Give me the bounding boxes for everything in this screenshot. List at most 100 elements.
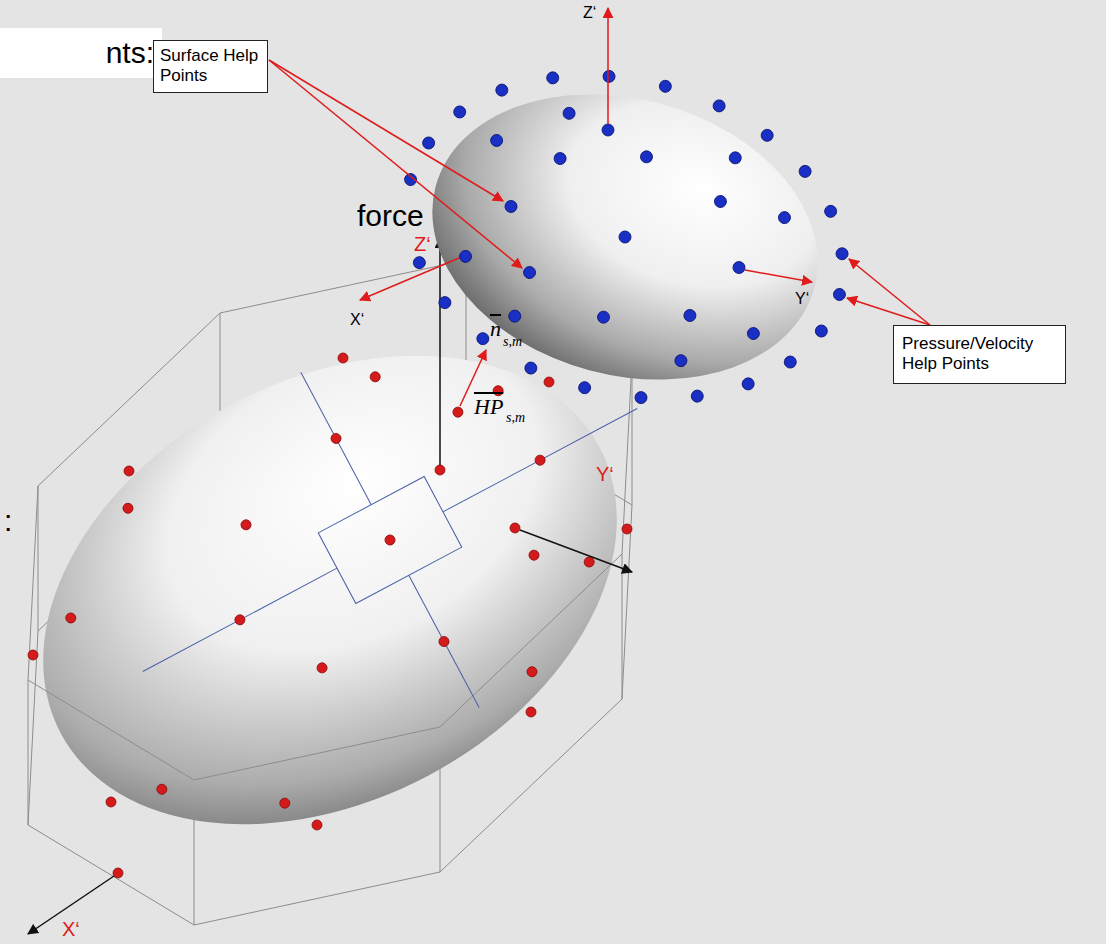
help-point-dots [435,465,445,475]
help-point-dots [596,310,611,325]
wireframe-back [622,554,623,699]
help-point-dots [524,361,539,376]
axis-label: Y‘ [596,462,614,486]
help-point-dots [28,353,632,878]
help-point-dots [312,820,322,830]
surface-patch-lines [143,568,337,671]
help-point-dots [690,389,705,404]
wireframe-back [28,680,29,825]
leader-lines [849,259,930,325]
help-point-dots [658,79,673,94]
help-point-dots [522,265,537,280]
help-point-dots [475,331,490,346]
help-point-dots [622,524,632,534]
help-point-dots [533,453,547,467]
axis-arrows [360,258,459,300]
callout-box: Surface Help Points [153,40,268,93]
help-point-dots [777,210,792,225]
help-point-dots [562,106,577,121]
ellipsoid [400,53,850,421]
vector-label: n [490,316,501,342]
slide-text: force [355,198,426,234]
help-point-dots [383,533,397,547]
help-point-dots [121,502,135,516]
axis-label: Y‘ [795,289,809,308]
surface-patch-lines [301,372,371,504]
help-point-dots [527,548,541,562]
slide-text: : [4,503,12,539]
help-point-dots [683,308,698,323]
help-point-dots [155,782,169,796]
callout-box: Pressure/Velocity Help Points [893,325,1066,384]
axis-arrows [439,238,441,465]
help-point-dots [412,255,427,270]
help-point-dots [106,797,116,807]
help-point-dots [124,466,134,476]
leader-lines [269,60,930,325]
help-point-dots [712,99,727,114]
axis-arrows [520,530,632,572]
help-point-dots [28,650,38,660]
help-point-dots [338,353,348,363]
subscript: s,m [503,334,522,351]
help-point-dots [458,249,473,264]
help-point-dots [329,432,343,446]
help-point-dots [233,613,247,627]
help-point-dots [507,309,522,324]
help-point-dots [363,22,887,453]
help-point-dots [510,523,520,533]
axis-label: Z‘ [414,232,431,256]
help-point-dots [602,69,617,84]
help-point-dots [814,324,829,339]
axis-arrows [607,8,609,124]
help-point-dots [421,136,436,151]
wireframe-back [632,360,633,505]
help-point-dots [437,635,451,649]
help-point-dots [179,352,601,728]
help-point-dots [494,83,509,98]
help-point-dots [489,133,504,148]
leader-lines [269,60,522,268]
help-point-dots [832,287,847,302]
help-point-dots [315,661,329,675]
help-point-dots [239,518,253,532]
help-point-dots [798,164,813,179]
help-point-dots [403,172,418,187]
help-point-dots [525,665,539,679]
help-point-dots [31,322,629,858]
leader-lines [269,60,503,201]
help-point-dots [728,150,743,165]
slide-text-box: nts: [0,28,162,78]
help-point-dots [451,405,465,419]
help-point-dots [760,128,775,143]
help-point-dots [526,707,536,717]
surface-patch-lines [409,575,479,707]
help-point-dots [545,71,560,86]
leader-lines [847,298,930,325]
help-point-dots [732,260,747,275]
axis-arrows [745,270,812,282]
help-point-dots [452,105,467,120]
help-point-dots [746,326,761,341]
axis-label: X‘ [350,310,364,329]
help-point-dots [823,204,838,219]
box-text: Surface Help Points [160,46,261,87]
help-point-dots [553,151,568,166]
box-text: Pressure/Velocity Help Points [902,334,1057,375]
help-point-dots [634,390,649,405]
axis-label: X‘ [62,917,80,941]
axis-arrows [360,8,812,300]
surface-patch-lines [443,409,637,512]
subscript: s,m [506,410,525,427]
surface-patch-lines [318,477,462,604]
help-point-dots [504,199,519,214]
wireframe-back [38,486,39,631]
help-point-dots [278,796,292,810]
help-point-dots [438,295,453,310]
axis-label: Z‘ [583,3,596,22]
help-point-dots [741,377,756,392]
help-point-dots [674,353,689,368]
help-point-dots [577,380,592,395]
